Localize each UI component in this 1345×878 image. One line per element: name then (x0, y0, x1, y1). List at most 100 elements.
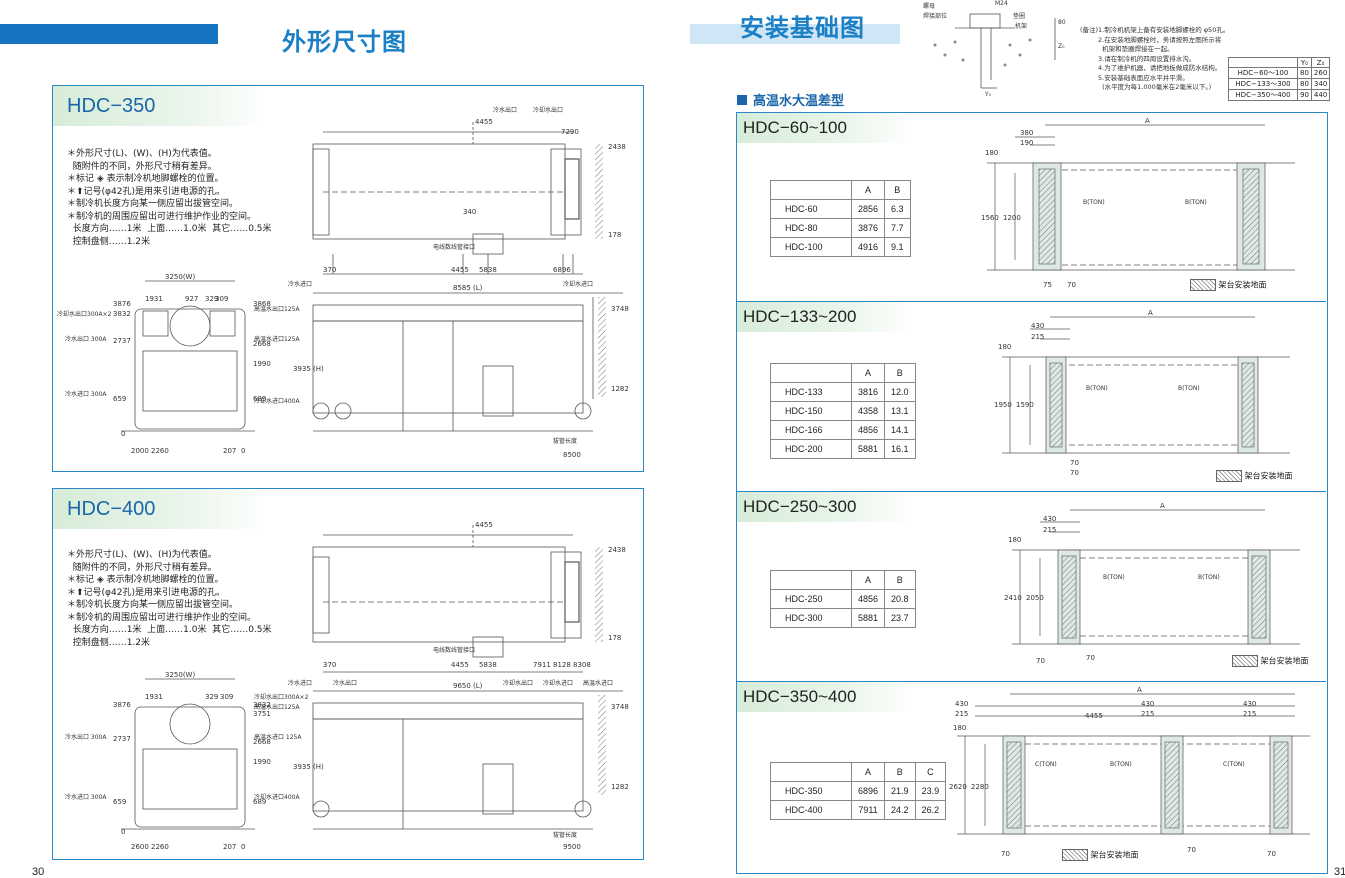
dim-label: 1990 (253, 360, 271, 368)
table-cell: 23.7 (884, 608, 916, 628)
load-label: B(TON) (1178, 385, 1200, 392)
table-cell: 260 (1310, 67, 1331, 79)
dim-label: 3832 (113, 310, 131, 318)
dim-label: 5838 (479, 266, 497, 274)
dim-height: 3935 (H) (293, 763, 324, 771)
hatch-swatch (1216, 470, 1242, 482)
note-line: 长度方向……1米 上面……1.0米 其它……0.5米 (67, 625, 272, 635)
dim-label: 2260 (151, 447, 169, 455)
dim-label: 215 (1031, 333, 1044, 341)
dim-label: 1590 (1016, 401, 1034, 409)
table-cell: 14.1 (884, 420, 916, 440)
label-weld: 焊接部位 (923, 12, 947, 20)
dim-width: 3250(W) (165, 671, 195, 679)
load-label: B(TON) (1185, 199, 1207, 206)
table-cell: 5881 (850, 439, 886, 459)
dim-label: 6896 (553, 266, 571, 274)
dim-label: 2438 (608, 143, 626, 151)
top-view-drawing: 4455 2438 178 340 7290 6896 370 4455 583… (288, 106, 626, 288)
table-cell: 6.3 (884, 199, 911, 219)
dim-label: 3748 (611, 703, 629, 711)
table-cell: HDC-350 (770, 781, 852, 801)
table-cell: 23.9 (914, 781, 947, 801)
dim-label: 329 (205, 693, 218, 701)
foundation-plan-hdc-350-400: A 430 215 4455 430 215 430 215 180 2620 … (949, 686, 1310, 858)
table-cell: A (850, 363, 886, 383)
model-title: HDC−350 (53, 86, 267, 126)
table-cell: Y₀ (1297, 57, 1312, 68)
label-chilled-water-outlet: 冷水出口 (493, 106, 517, 114)
table-cell (1228, 57, 1298, 68)
pipe-label: 冷水进口 300A (65, 793, 107, 801)
panel-hdc-350-400: HDC−350~400 (737, 682, 1326, 872)
pipe-label: 冷水出口 300A (65, 733, 107, 741)
note-line: (水平度为每1,000毫米在2毫米以下。) (1098, 83, 1212, 91)
table-cell: B (884, 570, 916, 590)
top-view-drawing: 4455 2438 178 370 4455 5838 7911 8128 83… (288, 521, 626, 687)
dim-label: 927 (185, 295, 198, 303)
dim-label: 3751 (253, 710, 271, 718)
legend-label: 架台安装地面 (1244, 471, 1293, 481)
dim-label: 2737 (113, 735, 131, 743)
dim-label: 2620 (949, 783, 967, 791)
table-cell: 90 (1297, 89, 1312, 101)
table-cell: 16.1 (884, 439, 916, 459)
model-title: HDC−133~200 (737, 302, 913, 332)
label-bolt: 螺母 (923, 2, 935, 10)
table-cell: 20.8 (884, 589, 916, 609)
page-number-right: 31 (1334, 866, 1345, 878)
pipe-label: 高温水进口 125A (254, 733, 302, 741)
note-line: 控制盘侧……1.2米 (67, 637, 151, 648)
panel-hdc-350: HDC−350 ＊外形尺寸(L)、(W)、(H)为代表值。 随附件的不同，外形尺… (52, 85, 644, 472)
table-cell (770, 570, 852, 590)
dim-label: 4455 (451, 266, 469, 274)
note-line: ＊标记 ◈ 表示制冷机地脚螺栓的位置。 (67, 174, 224, 184)
dim-label: 2600 (131, 843, 149, 851)
note-line: ＊标记 ◈ 表示制冷机地脚螺栓的位置。 (67, 575, 224, 585)
dim-label: A (1148, 309, 1153, 317)
panel-hdc-133-200: HDC−133~200 (737, 302, 1326, 492)
dim-label: 3876 (113, 701, 131, 709)
dim-label: 215 (1043, 526, 1056, 534)
dim-label: 1950 (994, 401, 1012, 409)
table-cell: A (850, 180, 886, 200)
dim-label: 2280 (971, 783, 989, 791)
dim-label: 4455 (451, 661, 469, 669)
dim-label: 3748 (611, 305, 629, 313)
dim-label: 689 (253, 395, 266, 403)
label-m24: M24 (995, 0, 1008, 7)
dim-label: 309 (220, 693, 233, 701)
label-cooling-water-inlet: 冷却水进口 (563, 280, 593, 288)
dim-height: 3935 (H) (293, 365, 324, 373)
foundation-plan-hdc-60-100: A 380 190 180 1560 1200 75 70 B(TON) B(T… (981, 117, 1295, 289)
dim-label: 70 (1267, 850, 1276, 858)
dim-label: 3868 (253, 300, 271, 308)
panel-hdc-60-100: HDC−60~100 (737, 113, 1326, 302)
table-cell: HDC-100 (770, 237, 852, 257)
load-label: C(TON) (1223, 761, 1245, 768)
dim-label: 0 (121, 430, 125, 438)
dim-label: 180 (985, 149, 998, 157)
label-power-inlet: 电线数线管接口 (433, 646, 475, 654)
dim-label: 4455 (1085, 712, 1103, 720)
table-cell: 6896 (850, 781, 886, 801)
load-label: B(TON) (1103, 574, 1125, 581)
table-cell: HDC-150 (770, 401, 852, 421)
right-title-bar (690, 24, 900, 44)
table-cell: 2856 (850, 199, 886, 219)
pipe-label: 冷却水出口300A×2 (254, 693, 309, 701)
left-title-bar (0, 24, 218, 44)
dim-label: 2410 (1004, 594, 1022, 602)
note-line: 长度方向……1米 上面……1.0米 其它……0.5米 (67, 224, 272, 234)
dim-label: 430 (1243, 700, 1256, 708)
dim-label: Y₀ (984, 91, 992, 98)
table-cell: 4916 (850, 237, 886, 257)
load-label: B(TON) (1110, 761, 1132, 768)
panel-hdc-250-300: HDC−250~300 (737, 492, 1326, 682)
label-cooling-water-outlet: 冷却水出口 (533, 106, 563, 114)
note-line: 5.安装基础表面应水平并平滑。 (1098, 73, 1189, 82)
dim-label: 70 (1086, 654, 1095, 662)
table-cell: HDC-166 (770, 420, 852, 440)
note-line: ＊外形尺寸(L)、(W)、(H)为代表值。 (67, 149, 217, 159)
